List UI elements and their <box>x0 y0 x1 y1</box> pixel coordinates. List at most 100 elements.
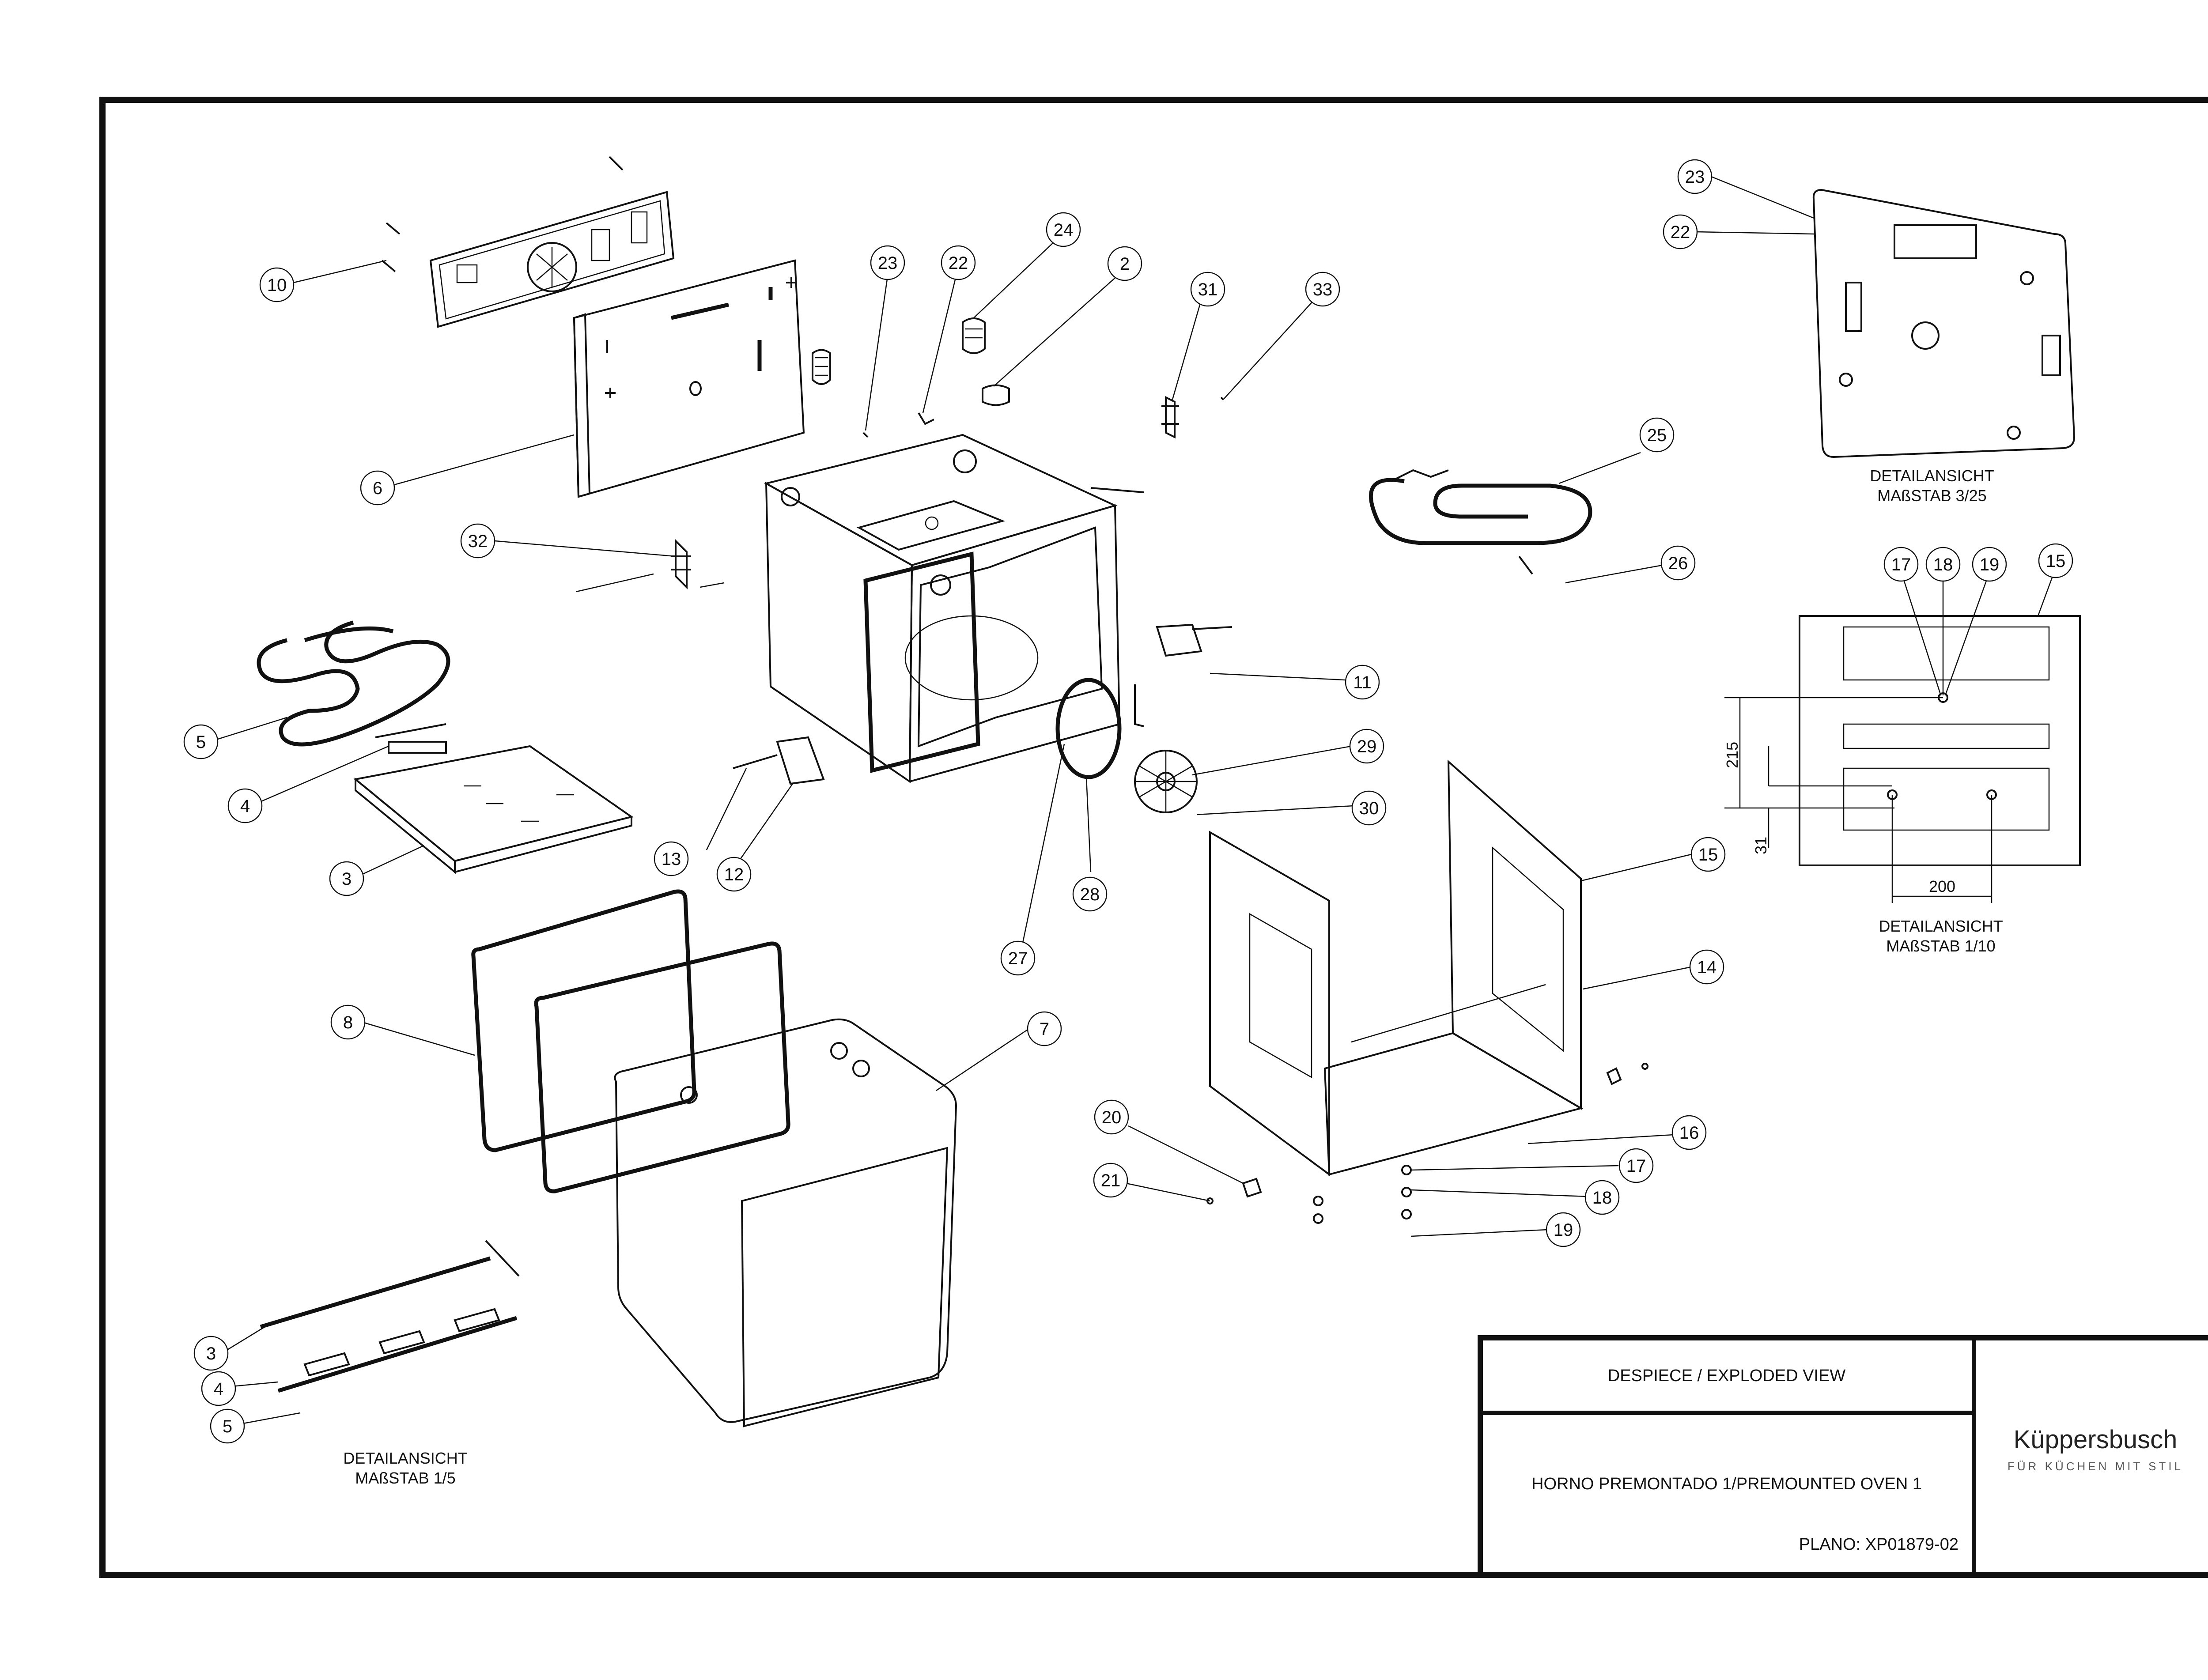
drawing-number: PLANO: XP01879-02 <box>1799 1535 1958 1554</box>
title-block: DESPIECE / EXPLODED VIEW HORNO PREMONTAD… <box>1478 1335 2208 1578</box>
svg-text:33: 33 <box>1313 280 1333 299</box>
svg-text:DETAILANSICHT: DETAILANSICHT <box>1870 467 1994 485</box>
callout-33: 33 <box>1305 272 1340 307</box>
svg-text:15: 15 <box>1698 845 1718 865</box>
part-heating-element-25 <box>1369 469 1592 575</box>
drawing-frame <box>99 97 2208 1578</box>
svg-text:4: 4 <box>240 797 250 816</box>
callout-24: 24 <box>1046 212 1081 247</box>
dimension-215: 215 <box>1723 742 1741 768</box>
svg-text:17: 17 <box>1891 555 1911 574</box>
callout-17-detail: 17 <box>1883 547 1919 582</box>
callout-20: 20 <box>1094 1099 1129 1135</box>
svg-text:3: 3 <box>342 869 352 889</box>
callout-31: 31 <box>1190 272 1225 307</box>
svg-text:7: 7 <box>1040 1019 1049 1039</box>
svg-text:19: 19 <box>1554 1220 1573 1240</box>
svg-text:29: 29 <box>1357 737 1377 756</box>
svg-text:8: 8 <box>343 1013 353 1032</box>
leader-lines <box>216 176 2054 1425</box>
callout-18-detail: 18 <box>1925 547 1961 582</box>
callout-3-detail: 3 <box>193 1336 229 1371</box>
svg-text:32: 32 <box>468 532 488 551</box>
svg-text:22: 22 <box>949 253 968 273</box>
callout-22: 22 <box>941 245 976 280</box>
svg-text:5: 5 <box>223 1417 232 1436</box>
svg-text:15: 15 <box>2046 551 2066 571</box>
callout-12: 12 <box>716 857 752 892</box>
callout-26: 26 <box>1660 545 1696 581</box>
part-small-hardware <box>862 396 1224 439</box>
svg-text:24: 24 <box>1054 220 1074 240</box>
callout-27: 27 <box>1000 940 1036 976</box>
callout-7: 7 <box>1027 1011 1062 1046</box>
svg-text:31: 31 <box>1198 280 1218 299</box>
part-knobs <box>812 317 1010 406</box>
title-block-header: DESPIECE / EXPLODED VIEW <box>1608 1367 1846 1385</box>
callout-4-detail: 4 <box>201 1371 236 1406</box>
callout-23: 23 <box>870 245 905 280</box>
svg-text:22: 22 <box>1671 223 1690 242</box>
callout-16: 16 <box>1671 1115 1707 1150</box>
detail-note-element-clip: DETAILANSICHT MAßSTAB 1/5 <box>343 1449 467 1487</box>
svg-text:23: 23 <box>878 253 898 273</box>
svg-text:14: 14 <box>1697 958 1717 977</box>
callout-10: 10 <box>259 267 295 302</box>
title-block-description: HORNO PREMONTADO 1/PREMOUNTED OVEN 1 <box>1531 1475 1922 1493</box>
part-fan-ring <box>1055 678 1144 779</box>
callout-2: 2 <box>1107 246 1142 281</box>
callout-23-detail: 23 <box>1677 159 1713 194</box>
brand-slogan: FÜR KÜCHEN MIT STIL <box>2008 1460 2183 1473</box>
svg-text:16: 16 <box>1679 1123 1699 1143</box>
part-brackets <box>733 623 1233 785</box>
part-tray-3 <box>353 745 634 874</box>
callout-17: 17 <box>1618 1148 1654 1183</box>
svg-text:17: 17 <box>1626 1156 1646 1176</box>
part-front-panel <box>573 259 805 498</box>
callout-4: 4 <box>227 788 263 823</box>
part-back-panel-detail <box>1812 189 2076 458</box>
callout-11: 11 <box>1345 664 1380 700</box>
callout-3: 3 <box>329 861 364 896</box>
part-bottom-plate-detail <box>1799 615 2081 866</box>
svg-text:2: 2 <box>1120 254 1130 274</box>
part-hinge-32 <box>576 539 725 593</box>
callout-32: 32 <box>460 523 495 559</box>
callout-25: 25 <box>1639 417 1675 453</box>
svg-text:10: 10 <box>267 276 287 295</box>
callout-8: 8 <box>330 1004 366 1040</box>
svg-text:MAßSTAB 1/10: MAßSTAB 1/10 <box>1886 937 1995 955</box>
svg-text:18: 18 <box>1592 1188 1612 1208</box>
svg-text:21: 21 <box>1101 1171 1121 1190</box>
svg-text:3: 3 <box>206 1344 216 1363</box>
dimension-200: 200 <box>1929 877 1955 895</box>
svg-text:6: 6 <box>373 479 382 498</box>
callout-30: 30 <box>1351 790 1387 826</box>
svg-text:26: 26 <box>1668 554 1688 573</box>
callout-22-detail: 22 <box>1663 214 1698 249</box>
svg-text:20: 20 <box>1102 1108 1122 1127</box>
callout-18: 18 <box>1584 1180 1620 1215</box>
callout-28: 28 <box>1072 876 1108 912</box>
part-element-clip-detail <box>260 1240 520 1393</box>
svg-text:13: 13 <box>662 849 681 869</box>
svg-text:12: 12 <box>724 865 744 884</box>
svg-text:4: 4 <box>214 1379 223 1399</box>
callout-6: 6 <box>360 470 395 506</box>
brand-logo: Küppersbusch <box>2014 1425 2178 1454</box>
svg-text:11: 11 <box>1353 673 1372 692</box>
callout-14: 14 <box>1689 949 1724 985</box>
callout-15: 15 <box>1690 837 1726 872</box>
svg-text:28: 28 <box>1080 885 1100 904</box>
part-feet <box>1206 1165 1412 1224</box>
svg-text:30: 30 <box>1359 799 1379 818</box>
svg-text:18: 18 <box>1933 555 1953 574</box>
part-fan-29 <box>1134 750 1198 813</box>
part-side-frame <box>1209 759 1648 1176</box>
dimension-lines <box>1724 697 1992 903</box>
part-heating-element-5 <box>257 620 450 754</box>
svg-text:5: 5 <box>196 732 206 752</box>
dimension-31: 31 <box>1752 837 1770 854</box>
callout-19-detail: 19 <box>1972 547 2007 582</box>
